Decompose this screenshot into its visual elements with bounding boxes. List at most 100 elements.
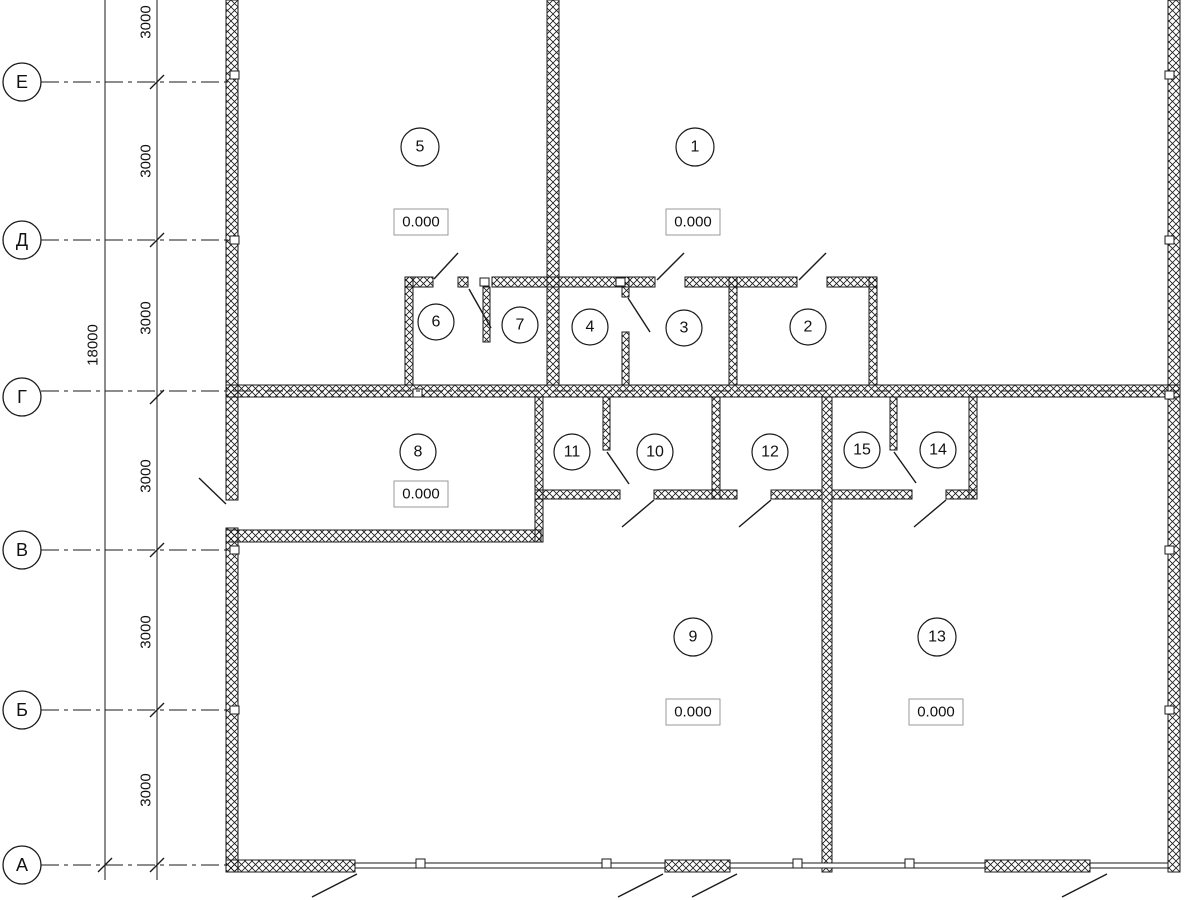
elevation-marks: 0.000 0.000 0.000 0.000 0.000 bbox=[393, 208, 964, 726]
window-segment bbox=[354, 862, 666, 869]
elevation-box bbox=[665, 698, 721, 726]
window-segment bbox=[792, 858, 803, 869]
window-segment bbox=[1164, 705, 1175, 715]
dimension-tick bbox=[149, 232, 165, 248]
dimension-tick bbox=[149, 389, 165, 405]
window-segment bbox=[1164, 545, 1175, 555]
elevation-box bbox=[908, 698, 964, 726]
wall-segment bbox=[711, 396, 721, 500]
door-leaf bbox=[468, 288, 492, 329]
dim-3000-1: 3000 bbox=[138, 144, 155, 177]
axis-lines bbox=[41, 81, 1180, 866]
window-segment bbox=[415, 858, 426, 869]
room-bubble bbox=[665, 309, 703, 347]
room-bubble bbox=[917, 617, 957, 657]
wall-segment bbox=[831, 489, 913, 500]
wall-segment bbox=[602, 396, 611, 451]
elevation-box-group bbox=[393, 208, 964, 726]
axis-bubble bbox=[2, 220, 42, 260]
door-leaf bbox=[621, 499, 655, 528]
wall-segment bbox=[684, 276, 798, 288]
wall-segment bbox=[868, 276, 878, 386]
dim-3000-0: 3000 bbox=[138, 5, 155, 38]
room-number-7: 7 bbox=[516, 317, 525, 334]
wall-segment bbox=[889, 396, 898, 451]
door-leaf bbox=[617, 873, 664, 898]
dimension-rails bbox=[104, 0, 158, 880]
dimensions: 3000 3000 3000 3000 3000 3000 18000 bbox=[85, 0, 165, 880]
axis-letters: Е Д Г В Б А bbox=[16, 72, 28, 875]
room-bubble bbox=[553, 433, 591, 471]
room-number-1: 1 bbox=[691, 139, 700, 156]
room-number-14: 14 bbox=[929, 442, 947, 459]
room-number-6: 6 bbox=[432, 314, 441, 331]
axis-grid: Е Д Г В Б А bbox=[2, 62, 1180, 885]
window-segment bbox=[1164, 235, 1175, 245]
room-bubble bbox=[675, 127, 715, 167]
wall-segment bbox=[404, 276, 414, 386]
axis-label-b: Б bbox=[16, 700, 28, 720]
room-number-5: 5 bbox=[416, 139, 425, 156]
axis-bubble bbox=[2, 377, 42, 417]
room-bubble bbox=[843, 431, 881, 469]
room-bubble bbox=[501, 306, 539, 344]
door-leaf bbox=[1061, 873, 1108, 898]
wall-segment bbox=[534, 489, 621, 500]
dim-total-18000: 18000 bbox=[85, 324, 102, 366]
door-leaves bbox=[198, 252, 1108, 898]
window-segment bbox=[479, 277, 490, 287]
room-number-8: 8 bbox=[414, 444, 423, 461]
room-bubble bbox=[399, 433, 437, 471]
room-number-11: 11 bbox=[564, 444, 581, 461]
wall-segment bbox=[621, 276, 630, 298]
window-segment bbox=[229, 545, 240, 555]
room-bubble bbox=[400, 127, 440, 167]
room-number-13: 13 bbox=[928, 629, 946, 646]
window-segment bbox=[615, 277, 626, 287]
wall-segment bbox=[225, 859, 356, 873]
elevation-room-13: 0.000 bbox=[917, 704, 955, 721]
window-segment bbox=[601, 858, 612, 869]
door-leaf bbox=[893, 451, 917, 484]
wall-segment bbox=[728, 276, 738, 386]
axis-bubble bbox=[2, 845, 42, 885]
elevation-box bbox=[665, 208, 721, 236]
wall-segment bbox=[770, 489, 823, 500]
axis-label-v: В bbox=[16, 540, 28, 560]
window-segment bbox=[229, 70, 240, 80]
wall-segment bbox=[225, 529, 542, 543]
wall-segment bbox=[653, 489, 738, 500]
elevation-room-8: 0.000 bbox=[402, 486, 440, 503]
door-leaf bbox=[913, 499, 947, 528]
room-bubble bbox=[751, 433, 789, 471]
elevation-room-9: 0.000 bbox=[674, 704, 712, 721]
wall-segment bbox=[491, 276, 656, 288]
elevation-room-1: 0.000 bbox=[674, 214, 712, 231]
room-number-4: 4 bbox=[586, 319, 595, 336]
window-segment bbox=[1164, 70, 1175, 80]
wall-segment bbox=[664, 859, 731, 873]
room-number-10: 10 bbox=[646, 444, 664, 461]
wall-segment bbox=[968, 396, 978, 500]
windows bbox=[229, 70, 1175, 869]
dimension-tick bbox=[149, 74, 165, 90]
wall-segment bbox=[457, 276, 469, 288]
wall-segment bbox=[225, 527, 239, 873]
room-number-9: 9 bbox=[689, 629, 698, 646]
axis-label-e: Е bbox=[16, 72, 28, 92]
window-segment bbox=[229, 705, 240, 715]
axis-bubbles bbox=[2, 62, 42, 885]
wall-segment bbox=[1167, 0, 1181, 873]
door-leaf bbox=[606, 451, 630, 485]
room-bubble bbox=[571, 308, 609, 346]
window-segment bbox=[1164, 390, 1175, 400]
elevation-room-5: 0.000 bbox=[402, 214, 440, 231]
door-leaf bbox=[433, 252, 459, 280]
dim-3000-4: 3000 bbox=[138, 615, 155, 648]
wall-segment bbox=[621, 331, 630, 386]
door-leaf bbox=[627, 297, 651, 333]
window-segment bbox=[729, 862, 986, 869]
walls bbox=[225, 0, 1181, 873]
